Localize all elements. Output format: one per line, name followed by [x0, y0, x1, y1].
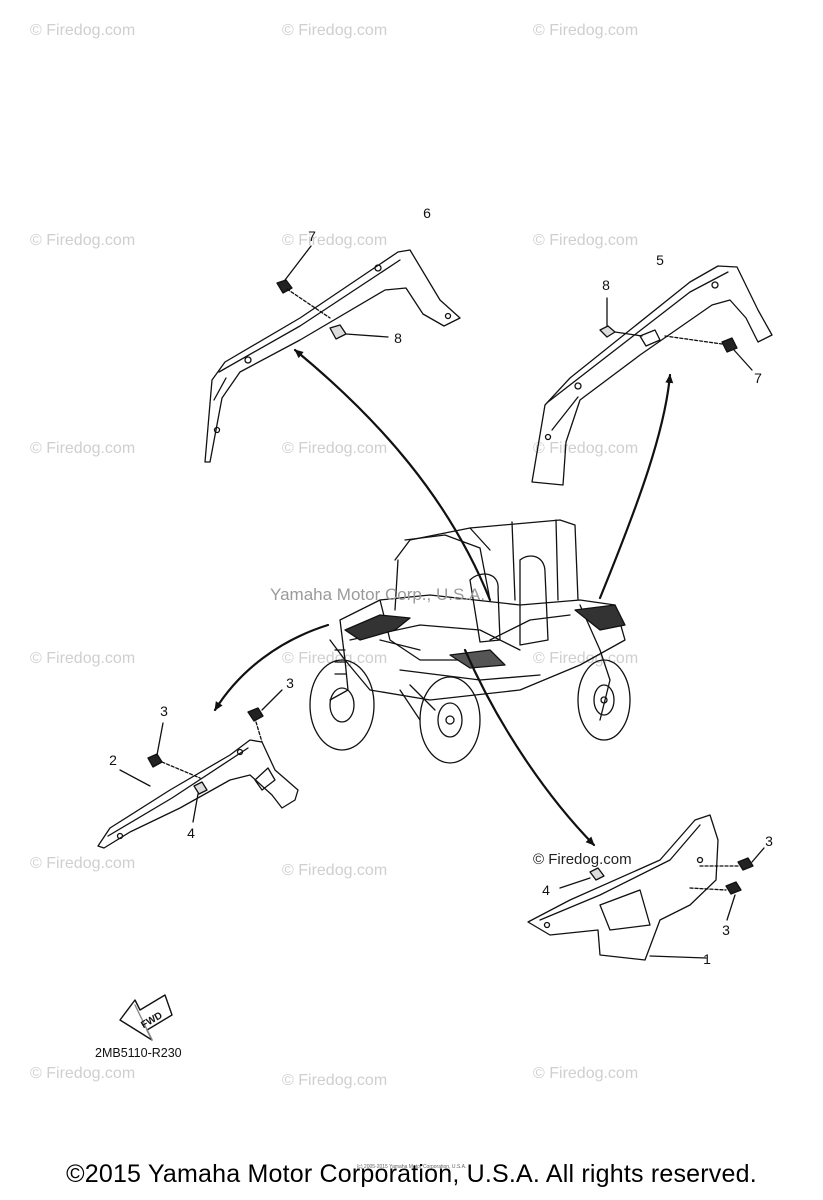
- screw-part-3-left: [147, 689, 283, 779]
- firedog-watermark: © Firedog.com: [30, 650, 136, 667]
- screw-part-7: [276, 245, 331, 319]
- yamaha-watermark: Yamaha Motor Corp., U.S.A.: [270, 585, 486, 604]
- callout-3: 3: [765, 833, 773, 849]
- firedog-watermark: © Firedog.com: [30, 22, 136, 39]
- callout-7: 7: [308, 228, 316, 244]
- nut-part-8-right: [599, 297, 643, 338]
- fwd-arrow-icon: FWD: [119, 994, 173, 1041]
- firedog-watermark: © Firedog.com: [282, 650, 388, 667]
- callout-1: 1: [703, 951, 711, 967]
- callout-4: 4: [187, 825, 195, 841]
- firedog-watermark: © Firedog.com: [282, 440, 388, 457]
- firedog-mark: © Firedog.com: [533, 851, 632, 868]
- firedog-watermark: © Firedog.com: [30, 440, 136, 457]
- fender-flare-part-6: [204, 249, 461, 463]
- firedog-watermark: © Firedog.com: [30, 855, 136, 872]
- screw-part-3-right: [689, 847, 765, 921]
- firedog-watermark: © Firedog.com: [282, 232, 388, 249]
- callout-8: 8: [394, 330, 402, 346]
- callout-6: 6: [423, 205, 431, 221]
- fender-flare-part-5: [531, 265, 773, 486]
- callout-8: 8: [602, 277, 610, 293]
- tiny-copyright: (c) 2005-2015 Yamaha Motor Corporation, …: [356, 1164, 467, 1170]
- firedog-watermark: © Firedog.com: [533, 650, 639, 667]
- firedog-watermark: © Firedog.com: [533, 232, 639, 249]
- callout-3: 3: [160, 703, 168, 719]
- footer-copyright: ©2015 Yamaha Motor Corporation, U.S.A. A…: [66, 1160, 757, 1188]
- firedog-watermark: © Firedog.com: [30, 232, 136, 249]
- callout-5: 5: [656, 252, 664, 268]
- callout-2: 2: [109, 752, 117, 768]
- firedog-watermark: © Firedog.com: [282, 862, 388, 879]
- vehicle-illustration: [309, 519, 631, 764]
- firedog-watermark: © Firedog.com: [533, 440, 639, 457]
- firedog-watermark: © Firedog.com: [533, 1065, 639, 1082]
- callout-3: 3: [722, 922, 730, 938]
- firedog-watermark: © Firedog.com: [282, 1072, 388, 1089]
- screw-part-7-right: [664, 335, 753, 371]
- firedog-watermark: © Firedog.com: [282, 22, 388, 39]
- arrows: [213, 348, 674, 847]
- firedog-watermark: © Firedog.com: [533, 22, 639, 39]
- part-code: 2MB5110-R230: [95, 1046, 182, 1060]
- callout-4: 4: [542, 882, 550, 898]
- callout-7: 7: [754, 370, 762, 386]
- fender-flare-part-1: [527, 814, 719, 961]
- firedog-watermark: © Firedog.com: [30, 1065, 136, 1082]
- fender-flare-part-2: [97, 739, 299, 849]
- callout-3: 3: [286, 675, 294, 691]
- nut-part-8: [329, 324, 389, 340]
- nut-part-4-left: [119, 769, 208, 823]
- nut-part-4-right: [559, 867, 605, 889]
